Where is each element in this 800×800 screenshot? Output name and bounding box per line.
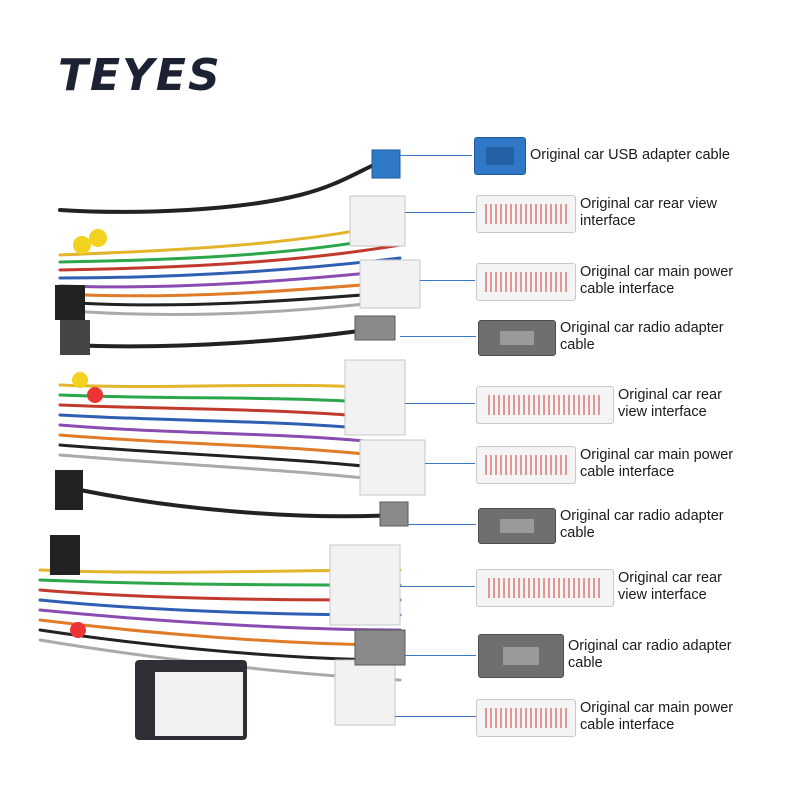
leader-line bbox=[400, 155, 472, 156]
leader-line bbox=[408, 524, 476, 525]
leader-line bbox=[405, 212, 475, 213]
leader-line bbox=[425, 463, 475, 464]
leader-line bbox=[400, 336, 476, 337]
callout-label: Original car radio adapter cable bbox=[560, 320, 724, 353]
rear-view-connector-icon bbox=[476, 195, 576, 233]
rear-view-connector-icon bbox=[476, 386, 614, 424]
leader-line bbox=[405, 655, 476, 656]
radio-adapter-connector-icon bbox=[478, 634, 564, 678]
callout-label: Original car rear view interface bbox=[618, 387, 722, 420]
main-power-connector-icon bbox=[476, 699, 576, 737]
leader-line bbox=[420, 280, 475, 281]
canbus-decoder-module bbox=[135, 660, 247, 740]
rear-view-connector-icon bbox=[476, 569, 614, 607]
callout-label: Original car radio adapter cable bbox=[560, 508, 724, 541]
callout-label: Original car rear view interface bbox=[580, 196, 717, 229]
callout-label: Original car rear view interface bbox=[618, 570, 722, 603]
leader-line bbox=[400, 586, 475, 587]
module-sticker bbox=[155, 672, 243, 736]
usb-connector-icon bbox=[474, 137, 526, 175]
callout-label: Original car radio adapter cable bbox=[568, 638, 732, 671]
radio-adapter-connector-icon bbox=[478, 508, 556, 544]
leader-line bbox=[395, 716, 476, 717]
callout-label: Original car main power cable interface bbox=[580, 700, 734, 733]
leader-line bbox=[405, 403, 475, 404]
main-power-connector-icon bbox=[476, 446, 576, 484]
callout-label: Original car main power cable interface bbox=[580, 264, 734, 297]
radio-adapter-connector-icon bbox=[478, 320, 556, 356]
brand-logo: TEYES bbox=[58, 50, 222, 101]
callout-label: Original car USB adapter cable bbox=[530, 147, 730, 163]
callout-label: Original car main power cable interface bbox=[580, 447, 734, 480]
main-power-connector-icon bbox=[476, 263, 576, 301]
